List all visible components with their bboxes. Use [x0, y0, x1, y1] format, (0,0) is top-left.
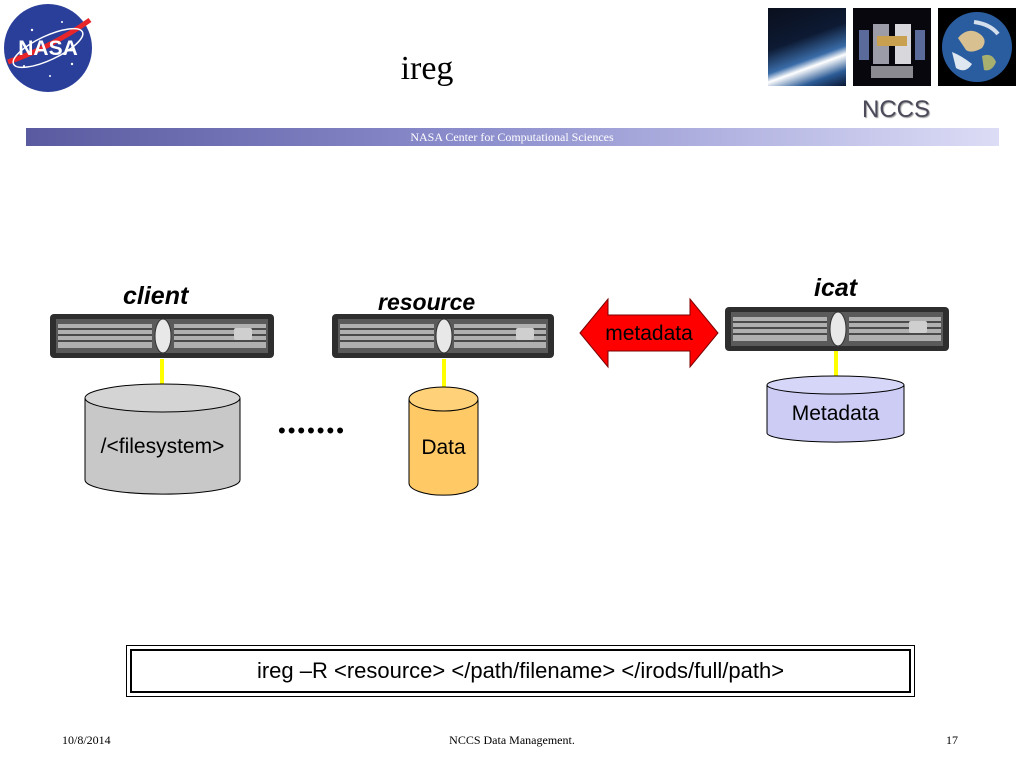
banner-text: NASA Center for Computational Sciences: [410, 130, 614, 144]
client-label: client: [123, 282, 189, 310]
footer-date: 10/8/2014: [62, 733, 111, 747]
resource-connector: [442, 359, 446, 387]
nasa-logo-text: NASA: [18, 37, 78, 60]
resource-data-cylinder: [408, 386, 479, 496]
icat-connector: [834, 351, 838, 378]
space-telescope-image: [853, 8, 931, 86]
earth-globe-image: [938, 8, 1016, 86]
client-filesystem-cylinder: [84, 383, 241, 495]
metadata-arrow-label: metadata: [605, 322, 693, 345]
client-filesystem-label: /<filesystem>: [100, 435, 225, 458]
nccs-brand-text: NCCS: [862, 96, 931, 123]
footer-center: NCCS Data Management.: [449, 733, 575, 747]
header-banner: [26, 128, 999, 146]
resource-label: resource: [378, 289, 476, 315]
icat-metadata-label: Metadata: [791, 402, 880, 425]
command-text: ireg –R <resource> </path/filename> </ir…: [130, 649, 911, 693]
command-box: ireg –R <resource> </path/filename> </ir…: [126, 645, 915, 697]
icat-label: icat: [814, 274, 858, 302]
earth-horizon-image: [768, 8, 846, 86]
slide-title: ireg: [400, 50, 454, 87]
icat-metadata-cylinder: [766, 375, 905, 443]
client-server-icon: [50, 314, 274, 358]
ellipsis-dots: •••••••: [278, 418, 346, 443]
footer-page-number: 17: [946, 733, 958, 747]
resource-data-label: Data: [421, 436, 466, 459]
metadata-double-arrow: [579, 297, 719, 369]
icat-server-icon: [725, 307, 949, 351]
resource-server-icon: [332, 314, 554, 358]
client-connector: [160, 359, 164, 385]
nasa-logo: NASA: [4, 4, 92, 92]
